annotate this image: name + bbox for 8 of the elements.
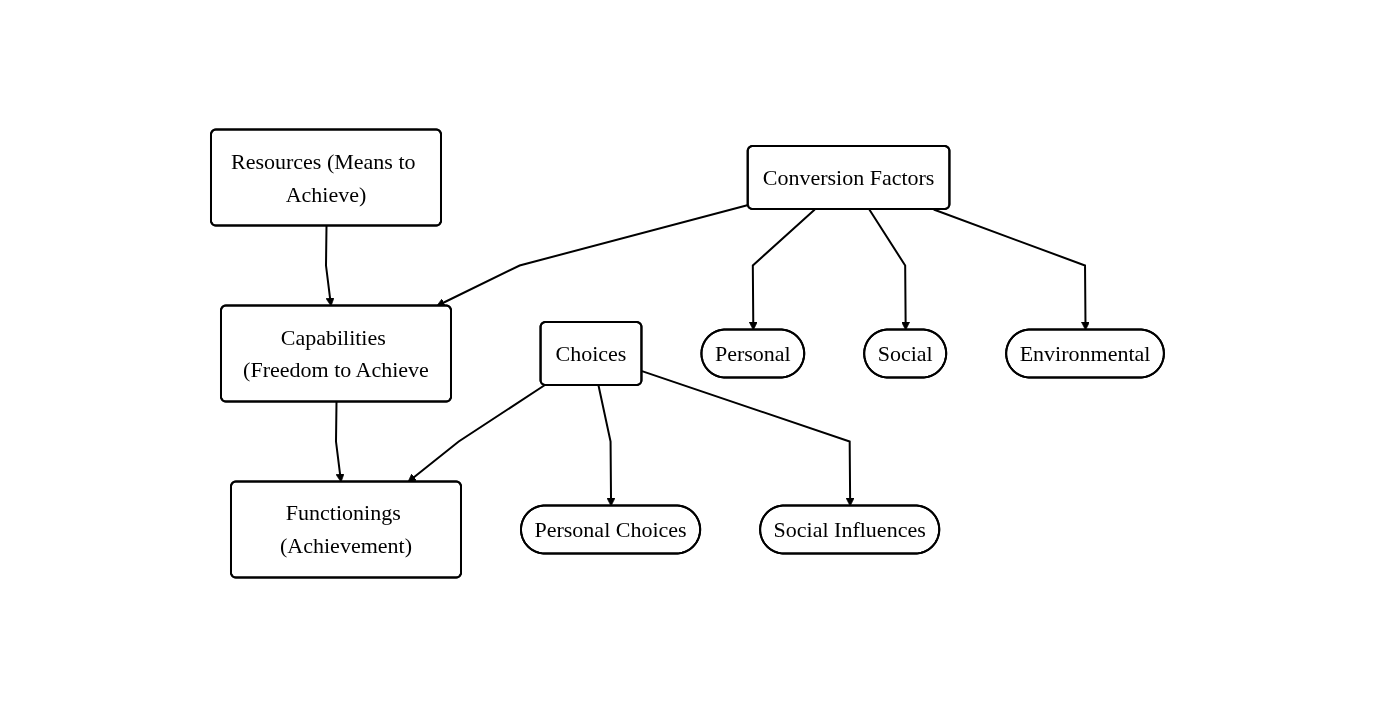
arrow: [335, 401, 345, 483]
arrow: [932, 208, 1090, 331]
arrow: [868, 208, 911, 331]
arrow: [748, 208, 816, 331]
arrow: [641, 370, 855, 507]
arrow: [325, 225, 335, 307]
arrow: [407, 384, 546, 483]
arrow: [597, 384, 616, 507]
